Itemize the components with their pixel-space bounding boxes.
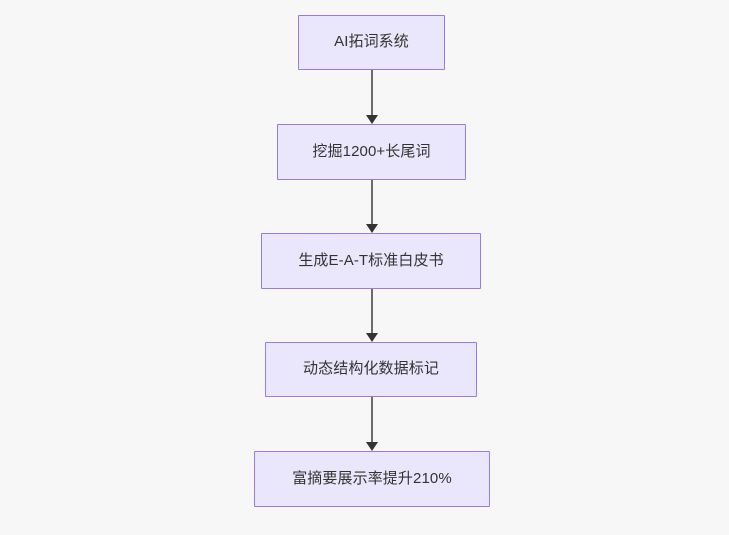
flow-node-rich-snippet-rate-increase[interactable]: 富摘要展示率提升210%	[254, 451, 490, 507]
edge-line	[371, 397, 373, 444]
flow-node-generate-eat-whitepaper[interactable]: 生成E-A-T标准白皮书	[261, 233, 481, 289]
edge-line	[371, 289, 373, 335]
flow-node-label: 挖掘1200+长尾词	[312, 142, 431, 160]
arrow-head-icon	[366, 442, 378, 451]
edge-connector-n1-n2	[366, 70, 378, 124]
flow-node-dynamic-structured-data-markup[interactable]: 动态结构化数据标记	[265, 342, 477, 397]
arrow-head-icon	[366, 115, 378, 124]
edge-line	[371, 70, 373, 117]
arrow-head-icon	[366, 224, 378, 233]
edge-connector-n2-n3	[366, 180, 378, 233]
edge-connector-n3-n4	[366, 289, 378, 342]
flow-node-label: AI拓词系统	[334, 33, 409, 51]
edge-line	[371, 180, 373, 226]
edge-connector-n4-n5	[366, 397, 378, 451]
flow-node-mine-longtail-keywords[interactable]: 挖掘1200+长尾词	[277, 124, 466, 180]
arrow-head-icon	[366, 333, 378, 342]
flow-node-label: 动态结构化数据标记	[303, 360, 439, 378]
flow-node-label: 生成E-A-T标准白皮书	[298, 251, 444, 269]
flow-node-ai-keyword-system[interactable]: AI拓词系统	[298, 15, 445, 70]
flow-node-label: 富摘要展示率提升210%	[292, 469, 452, 487]
